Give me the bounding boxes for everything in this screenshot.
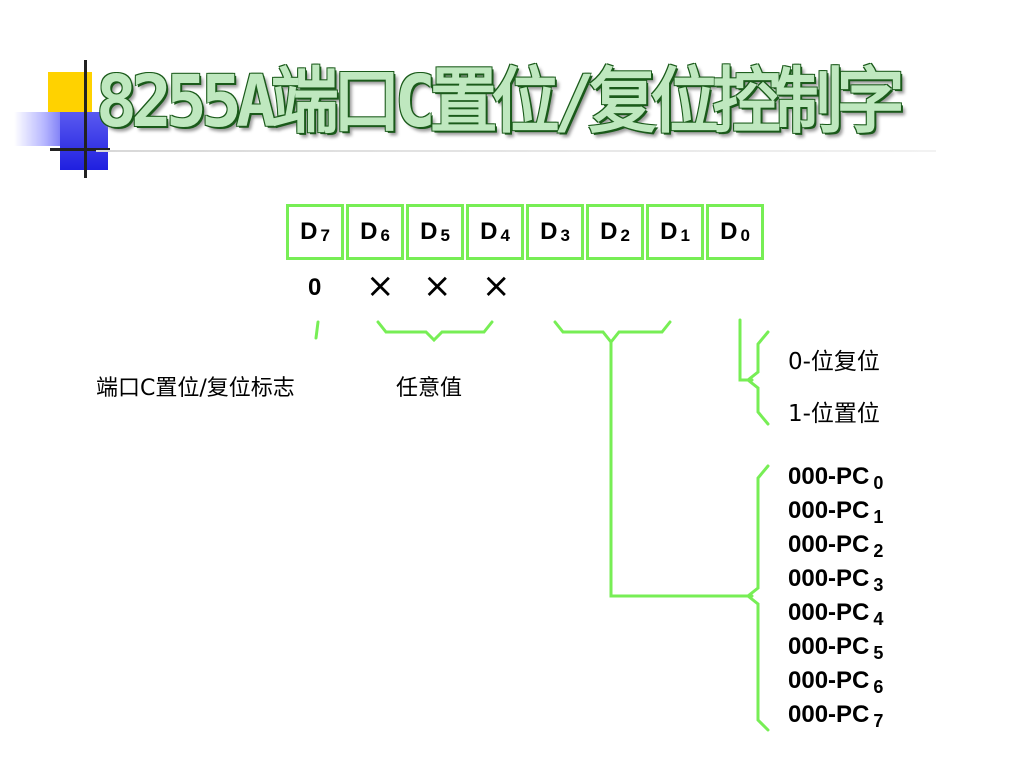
bit-name: D <box>360 218 378 245</box>
logo-horizontal-line <box>50 148 110 151</box>
bit-index: 1 <box>680 226 690 245</box>
bit-index: 6 <box>380 226 390 245</box>
title-underline <box>96 150 936 152</box>
pc-code: 000-PC <box>788 667 870 694</box>
bit-index: 3 <box>560 226 570 245</box>
bit-index: 4 <box>500 226 510 245</box>
value-d5: × <box>423 266 452 306</box>
label-set-reset-flag: 端口C置位/复位标志 <box>96 376 295 401</box>
bit-name: D <box>480 218 498 245</box>
slide-title: 8255A端口C置位/复位控制字 <box>96 61 905 144</box>
bit-name: D <box>600 218 618 245</box>
value-d4: × <box>482 266 511 306</box>
pc-index: 3 <box>873 575 884 595</box>
bit-name: D <box>420 218 438 245</box>
pc-index: 7 <box>873 711 884 731</box>
bit-name: D <box>300 218 318 245</box>
bit-name: D <box>720 218 738 245</box>
logo-vertical-line <box>84 60 87 178</box>
bit-index: 0 <box>740 226 750 245</box>
pc-code: 000-PC <box>788 565 870 592</box>
bit-name: D <box>540 218 558 245</box>
bit-index: 7 <box>320 226 330 245</box>
pc-index: 4 <box>873 609 884 629</box>
value-d6: × <box>366 266 395 306</box>
label-bit-set: 1-位置位 <box>788 401 880 427</box>
pc-index: 5 <box>873 643 884 663</box>
value-d7: 0 <box>308 274 322 301</box>
pc-index: 0 <box>873 473 884 493</box>
pc-index: 2 <box>873 541 884 561</box>
pc-code: 000-PC <box>788 497 870 524</box>
bit-index: 5 <box>440 226 450 245</box>
pc-index: 6 <box>873 677 884 697</box>
pc-code: 000-PC <box>788 633 870 660</box>
label-bit-reset: 0-位复位 <box>788 349 880 375</box>
bit-name: D <box>660 218 678 245</box>
pc-index: 1 <box>873 507 884 527</box>
pc-code: 000-PC <box>788 701 870 728</box>
pc-code: 000-PC <box>788 599 870 626</box>
label-any-value: 任意值 <box>396 376 463 401</box>
bit-index: 2 <box>620 226 630 245</box>
pc-code: 000-PC <box>788 531 870 558</box>
pc-code: 000-PC <box>788 463 870 490</box>
